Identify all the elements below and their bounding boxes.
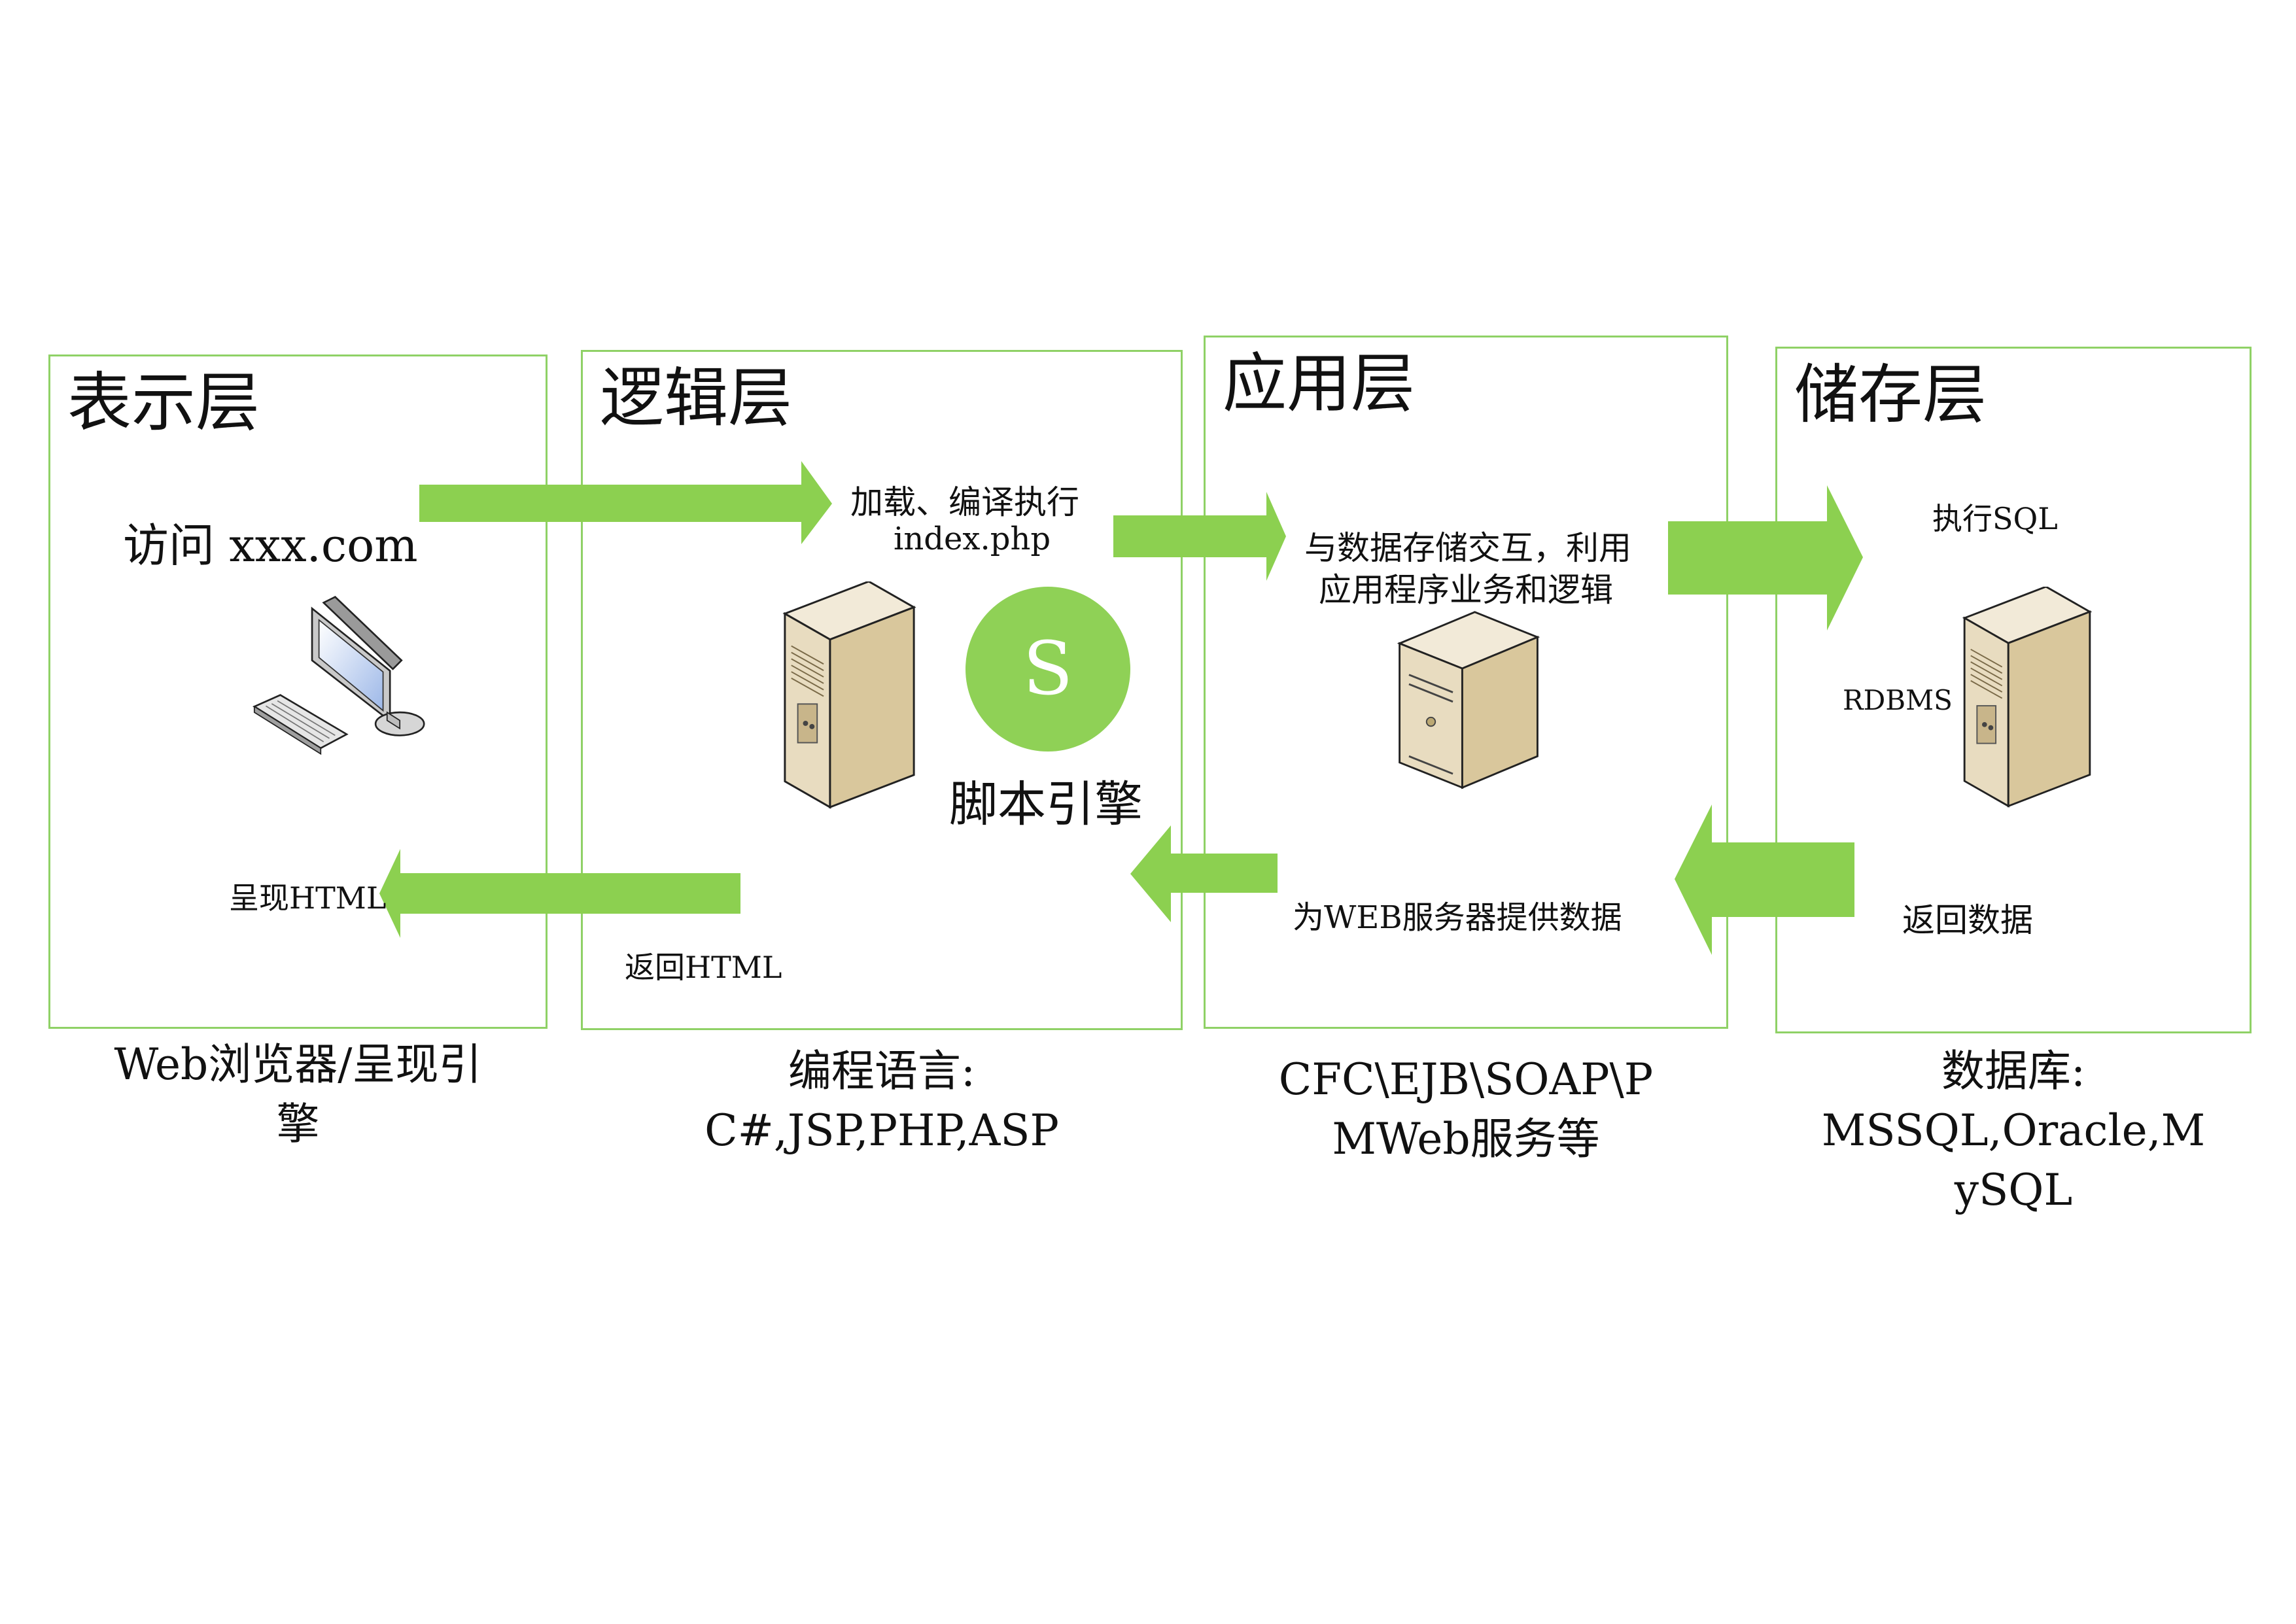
- arrow-render-html: [379, 849, 740, 938]
- logic-caption: 编程语言: C#,JSP,PHP,ASP: [581, 1041, 1183, 1160]
- script-engine-label: 脚本引擎: [949, 776, 1143, 833]
- layer-title: 表示层: [67, 366, 260, 440]
- caption-line: Web浏览器/呈现引: [114, 1039, 482, 1090]
- arrow-logic-to-application: [1113, 492, 1286, 581]
- arrow-provide-data: [1130, 825, 1278, 922]
- caption-line: 编程语言:: [788, 1046, 976, 1096]
- interact-label-line1: 与数据存储交互，利用: [1304, 529, 1631, 567]
- database-server-icon: [1962, 587, 2093, 808]
- return-data-label: 返回数据: [1902, 901, 2033, 939]
- load-compile-label: 加载、编译执行: [850, 483, 1079, 521]
- presentation-layer: 表示层: [48, 354, 548, 1029]
- render-html-label: 呈现HTML: [229, 880, 387, 916]
- storage-caption: 数据库: MSSQL,Oracle,M ySQL: [1775, 1041, 2252, 1220]
- rdbms-label: RDBMS: [1843, 684, 1953, 716]
- caption-line: ySQL: [1954, 1165, 2073, 1216]
- caption-line: CFC\EJB\SOAP\P: [1278, 1054, 1654, 1105]
- layer-title: 储存层: [1794, 358, 1987, 432]
- caption-line: C#,JSP,PHP,ASP: [704, 1105, 1059, 1156]
- caption-line: 数据库:: [1941, 1046, 2086, 1096]
- logic-layer: 逻辑层: [581, 350, 1183, 1030]
- server-tower-icon: [782, 581, 916, 809]
- exec-sql-label: 执行SQL: [1932, 501, 2058, 536]
- visit-url-label: 访问 xxx.com: [123, 519, 418, 572]
- index-php-label: index.php: [894, 521, 1051, 557]
- provide-data-label: 为WEB服务器提供数据: [1293, 899, 1622, 936]
- layer-title: 应用层: [1223, 347, 1416, 421]
- server-icon: [1397, 611, 1540, 789]
- layer-title: 逻辑层: [600, 361, 793, 436]
- script-engine-badge: S: [965, 587, 1130, 752]
- presentation-caption: Web浏览器/呈现引 擎: [48, 1035, 548, 1154]
- arrow-visit-to-logic: [419, 461, 832, 544]
- caption-line: MSSQL,Oracle,M: [1821, 1105, 2206, 1156]
- interact-label-line2: 应用程序业务和逻辑: [1319, 571, 1613, 609]
- application-layer: 应用层: [1204, 336, 1728, 1029]
- return-html-label: 返回HTML: [625, 950, 782, 985]
- script-engine-symbol: S: [1022, 627, 1073, 712]
- desktop-computer-icon: [252, 596, 425, 755]
- storage-layer: 储存层: [1775, 347, 2252, 1033]
- caption-line: 擎: [276, 1099, 320, 1150]
- arrow-return-data: [1675, 804, 1854, 955]
- caption-line: MWeb服务等: [1332, 1114, 1600, 1165]
- application-caption: CFC\EJB\SOAP\P MWeb服务等: [1204, 1050, 1728, 1169]
- arrow-application-to-storage: [1668, 485, 1863, 631]
